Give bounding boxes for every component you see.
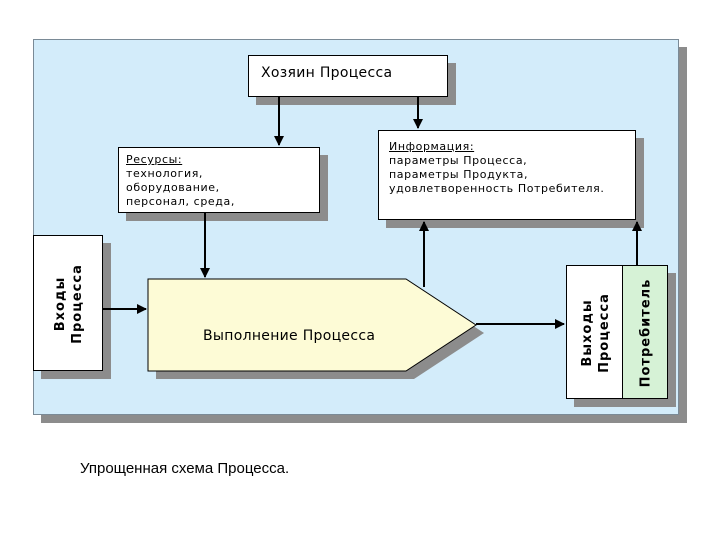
process-shape <box>147 278 477 372</box>
resources-line-3: персонал, среда, <box>126 195 235 208</box>
resources-text: Ресурсы: технология, оборудование, персо… <box>126 153 235 209</box>
information-line-2: параметры Продукта, <box>389 168 529 181</box>
information-line-1: параметры Процесса, <box>389 154 528 167</box>
inputs-box: Входы Процесса <box>33 235 103 371</box>
information-box: Информация: параметры Процесса, параметр… <box>378 130 636 220</box>
owner-box: Хозяин Процесса <box>248 55 448 97</box>
resources-line-2: оборудование, <box>126 181 220 194</box>
figure-caption: Упрощенная схема Процесса. <box>80 460 290 477</box>
information-text: Информация: параметры Процесса, параметр… <box>389 140 604 196</box>
information-line-3: удовлетворенность Потребителя. <box>389 182 605 195</box>
owner-label: Хозяин Процесса <box>261 65 393 81</box>
consumer-box: Потребитель <box>622 265 668 399</box>
resources-heading: Ресурсы: <box>126 153 183 166</box>
resources-line-1: технология, <box>126 167 204 180</box>
information-heading: Информация: <box>389 140 475 153</box>
process-label: Выполнение Процесса <box>203 328 376 344</box>
resources-box: Ресурсы: технология, оборудование, персо… <box>118 147 320 213</box>
